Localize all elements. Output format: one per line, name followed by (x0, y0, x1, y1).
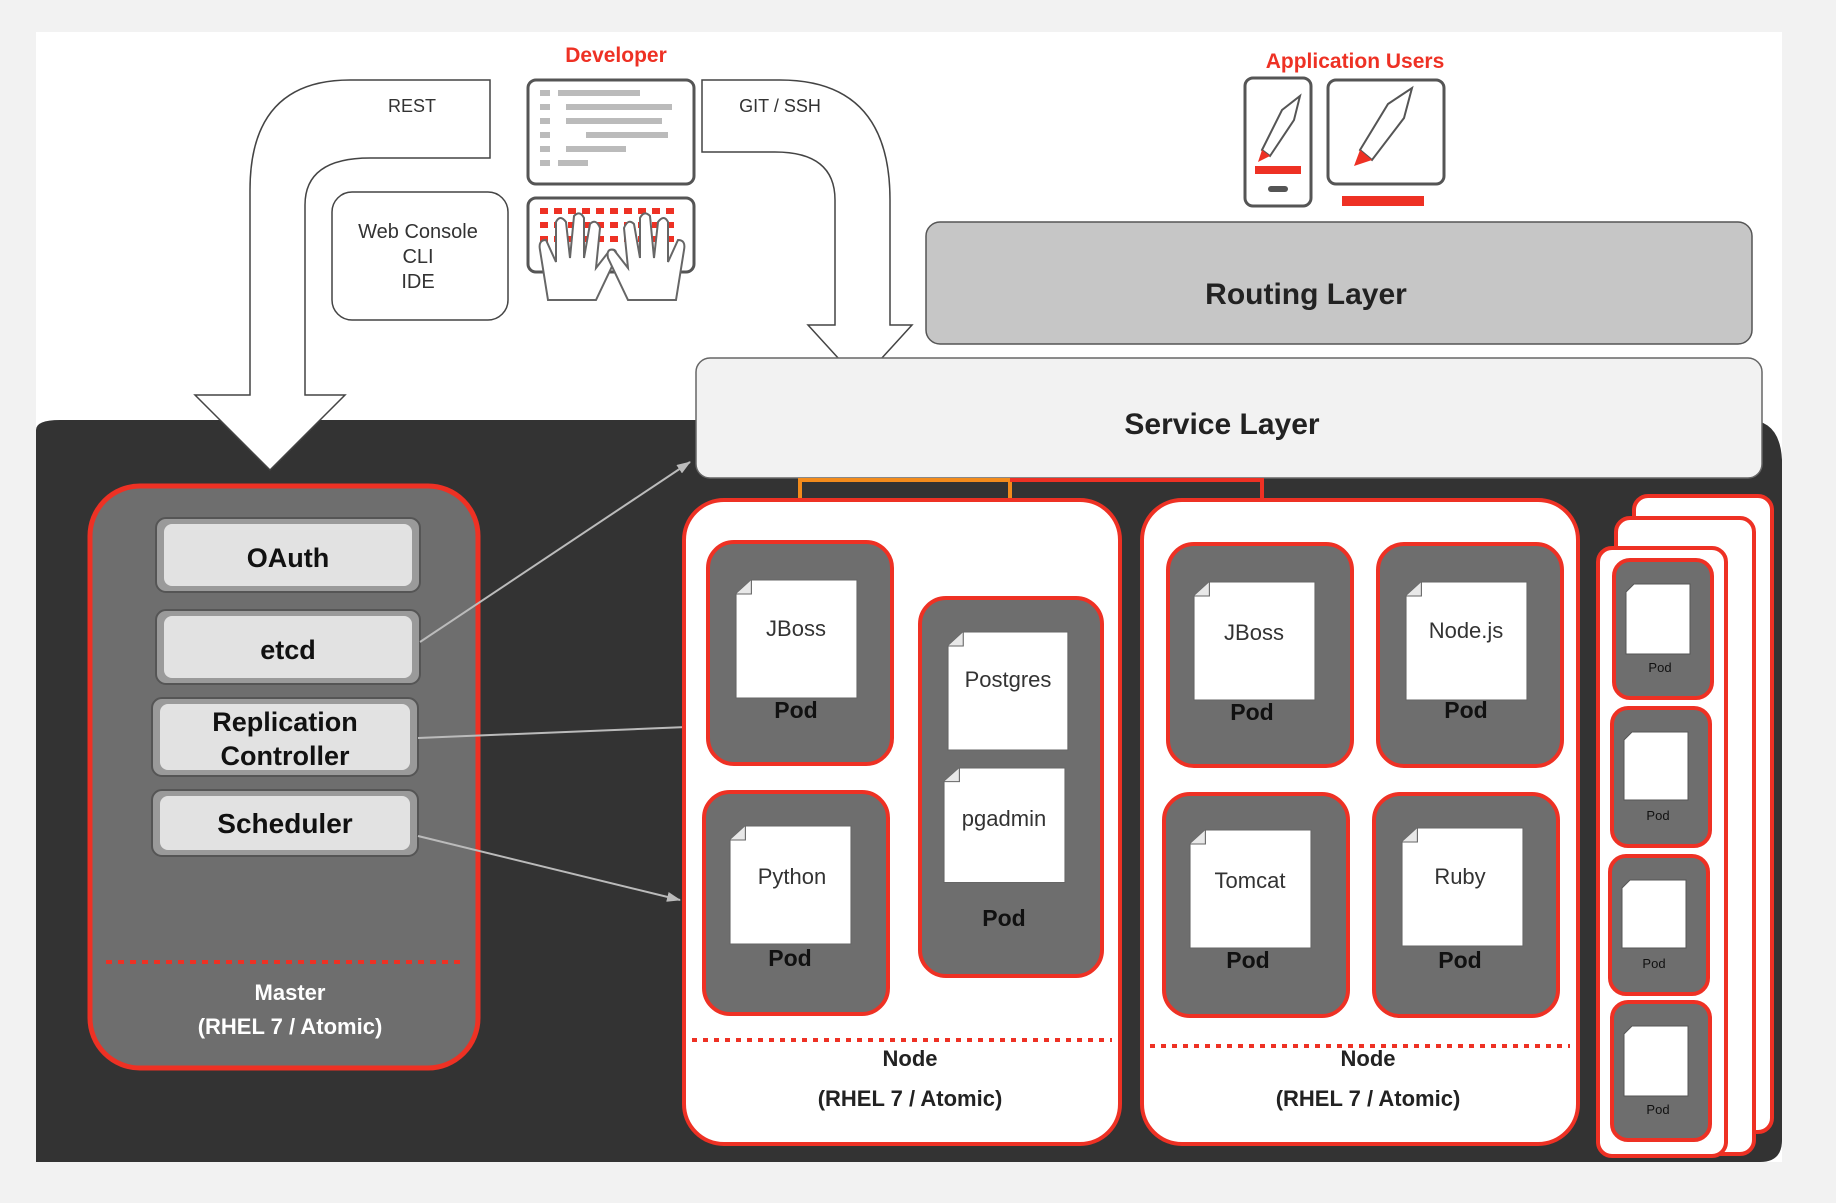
git-ssh-arrow (701, 79, 914, 384)
tool-cli: CLI (402, 246, 433, 268)
replication-label: Replication (212, 707, 358, 737)
developer-monitor-icon (526, 78, 696, 186)
right-hand-icon (606, 212, 686, 301)
pod-label: Pod (774, 697, 817, 723)
service-layer-label: Service Layer (1124, 408, 1319, 441)
stack-pod-label: Pod (1646, 808, 1669, 823)
oauth-component: OAuth (155, 517, 421, 593)
pod-label: Pod (1226, 947, 1269, 973)
routing-layer (925, 221, 1753, 345)
scheduler-label: Scheduler (217, 808, 352, 839)
app-users-title: Application Users (1266, 50, 1445, 73)
node2-pod-tomcat: Tomcat Pod (1162, 792, 1350, 1018)
stack-pod-label: Pod (1648, 660, 1671, 675)
node1-label-line2: (RHEL 7 / Atomic) (818, 1086, 1003, 1111)
scheduler-to-node-arrow (417, 835, 681, 902)
stack-pod-1: Pod (1612, 558, 1714, 700)
stack-pod-2: Pod (1610, 706, 1712, 848)
pod-app-jboss: JBoss (766, 616, 826, 641)
pod-app-nodejs: Node.js (1429, 618, 1504, 643)
laptop-icon (1326, 78, 1446, 206)
controller-label: Controller (220, 741, 349, 771)
stack-pod-label: Pod (1646, 1102, 1669, 1117)
pod-app-tomcat: Tomcat (1215, 868, 1286, 893)
oauth-label: OAuth (247, 543, 329, 573)
master-label-line1: Master (255, 980, 326, 1005)
stack-pod-4: Pod (1610, 1000, 1712, 1142)
node2-label-line2: (RHEL 7 / Atomic) (1276, 1086, 1461, 1111)
etcd-label: etcd (260, 635, 316, 665)
developer-keyboard-icon (526, 196, 696, 301)
pod-app-postgres: Postgres (965, 667, 1052, 692)
git-ssh-label: GIT / SSH (739, 96, 821, 116)
node1-pod-postgres: Postgres pgadmin Pod (918, 596, 1104, 978)
master-label-line2: (RHEL 7 / Atomic) (198, 1014, 383, 1039)
pod-label: Pod (1444, 697, 1487, 723)
pod-app-ruby: Ruby (1434, 864, 1485, 889)
node2-pod-nodejs: Node.js Pod (1376, 542, 1564, 768)
pod-label: Pod (1230, 699, 1273, 725)
developer-title: Developer (565, 44, 667, 67)
rest-arrow (193, 79, 491, 472)
node2-pod-jboss: JBoss Pod (1166, 542, 1354, 768)
node1-label-line1: Node (883, 1046, 938, 1071)
tool-ide: IDE (401, 271, 434, 293)
stack-pod-label: Pod (1642, 956, 1665, 971)
pod-app-jboss-2: JBoss (1224, 620, 1284, 645)
developer-tools-box (331, 191, 509, 321)
etcd-to-service-arrow (419, 461, 691, 643)
routing-layer-label: Routing Layer (1205, 278, 1407, 311)
tool-web-console: Web Console (358, 221, 478, 243)
pod-label: Pod (1438, 947, 1481, 973)
stack-pod-3: Pod (1608, 854, 1710, 996)
replication-controller-component: Replication Controller (151, 697, 419, 777)
rest-label: REST (388, 96, 436, 116)
node1-pod-python: Python Pod (702, 790, 890, 1016)
pod-label: Pod (982, 905, 1025, 931)
scheduler-component: Scheduler (151, 789, 419, 857)
node2-label-line1: Node (1341, 1046, 1396, 1071)
etcd-component: etcd (155, 609, 421, 685)
pod-app-python: Python (758, 864, 827, 889)
phone-icon (1243, 76, 1313, 208)
node-stack: Pod Pod Pod Pod (1596, 494, 1774, 1158)
pod-app-pgadmin: pgadmin (962, 806, 1046, 831)
node1-pod-jboss: JBoss Pod (706, 540, 894, 766)
pod-label: Pod (768, 945, 811, 971)
node2-pod-ruby: Ruby Pod (1372, 792, 1560, 1018)
